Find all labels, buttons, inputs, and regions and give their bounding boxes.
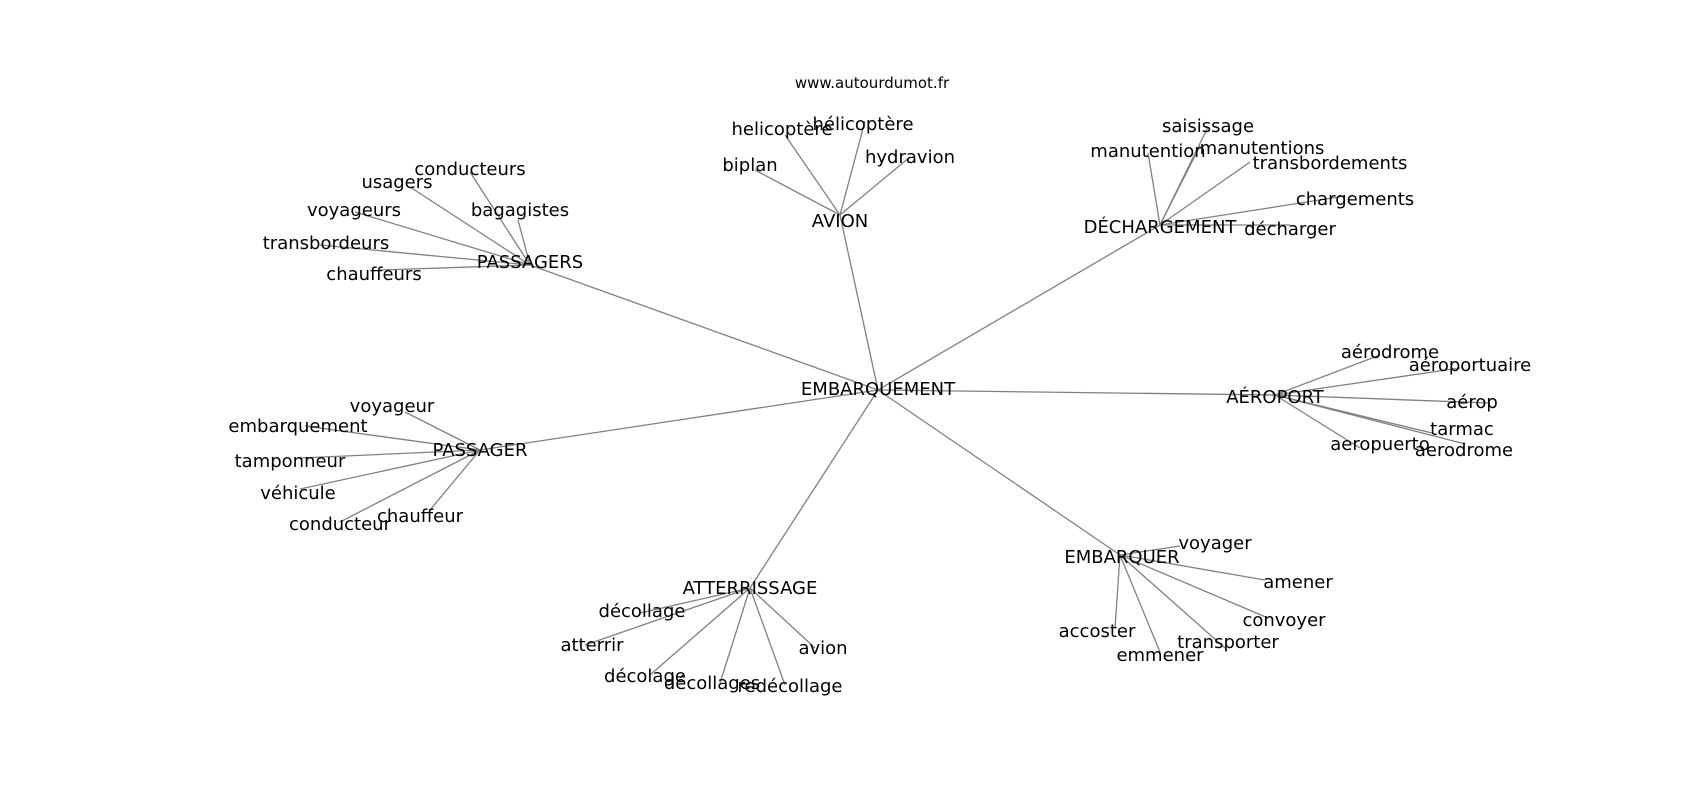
edge-hub-to-leaf bbox=[299, 449, 481, 459]
edge-hub-to-leaf bbox=[1119, 554, 1269, 619]
edge-hub-to-leaf bbox=[639, 587, 751, 614]
edge-hub-to-leaf bbox=[339, 449, 481, 523]
leaf-node-label[interactable]: chauffeur bbox=[377, 506, 464, 527]
edge-hub-to-leaf bbox=[1274, 394, 1361, 449]
edge-hub-to-leaf bbox=[1159, 145, 1201, 226]
leaf-node-label[interactable]: manutention bbox=[1090, 141, 1205, 162]
edge-hub-to-leaf bbox=[1274, 394, 1491, 404]
edge-hub-to-leaf bbox=[1114, 554, 1121, 629]
leaf-node-label[interactable]: aérop bbox=[1446, 392, 1498, 413]
hub-node-label[interactable]: ATTERRISSAGE bbox=[683, 578, 818, 599]
edge-center-to-hub bbox=[877, 389, 1276, 396]
leaf-node-label[interactable]: amener bbox=[1263, 572, 1333, 593]
leaf-node-label[interactable]: transbordements bbox=[1253, 153, 1408, 174]
edge-center-to-hub bbox=[749, 389, 879, 589]
edge-hub-to-leaf bbox=[1274, 367, 1461, 396]
leaf-node-label[interactable]: manutentions bbox=[1200, 138, 1325, 159]
edge-hub-to-leaf bbox=[319, 244, 531, 266]
edge-hub-to-leaf bbox=[1147, 152, 1161, 226]
edge-hub-to-leaf bbox=[1119, 554, 1161, 653]
edge-hub-to-leaf bbox=[379, 264, 531, 271]
edge-hub-to-leaf bbox=[304, 425, 481, 451]
leaf-node-label[interactable]: helicoptère bbox=[731, 119, 832, 140]
edge-hub-to-leaf bbox=[719, 587, 751, 684]
leaf-node-label[interactable]: hélicoptère bbox=[812, 114, 913, 135]
edge-hub-to-leaf bbox=[469, 171, 531, 266]
leaf-node-label[interactable]: voyageur bbox=[350, 396, 435, 417]
hub-node-label[interactable]: EMBARQUER bbox=[1064, 547, 1179, 568]
leaf-node-label[interactable]: voyageurs bbox=[307, 200, 401, 221]
edge-hub-to-leaf bbox=[784, 134, 841, 216]
leaf-node-label[interactable]: convoyer bbox=[1242, 610, 1326, 631]
leaf-node-label[interactable]: atterrir bbox=[560, 635, 624, 656]
leaf-node-label[interactable]: chargements bbox=[1296, 189, 1414, 210]
leaf-node-label[interactable]: décolage bbox=[604, 666, 686, 687]
leaf-node-label[interactable]: emmener bbox=[1116, 645, 1204, 666]
edge-hub-to-leaf bbox=[409, 186, 531, 266]
edge-hub-to-leaf bbox=[299, 449, 481, 490]
leaf-node-label[interactable]: transbordeurs bbox=[263, 233, 389, 254]
leaf-node-label[interactable]: avion bbox=[798, 638, 847, 659]
edge-center-to-hub bbox=[479, 389, 879, 451]
center-node-label[interactable]: EMBARQUEMENT bbox=[801, 379, 956, 400]
leaf-node-label[interactable]: décollage bbox=[599, 601, 686, 622]
leaf-node-label[interactable]: transporter bbox=[1177, 632, 1279, 653]
leaf-node-label[interactable]: accoster bbox=[1059, 621, 1136, 642]
edge-hub-to-leaf bbox=[517, 219, 531, 266]
leaf-node-label[interactable]: chauffeurs bbox=[326, 264, 421, 285]
edge-hub-to-leaf bbox=[354, 211, 531, 266]
edge-hub-to-leaf bbox=[1159, 195, 1346, 226]
leaf-node-label[interactable]: conducteurs bbox=[414, 159, 525, 180]
leaf-node-label[interactable]: aérodrome bbox=[1341, 342, 1439, 363]
edge-hub-to-leaf bbox=[839, 120, 866, 216]
leaf-node-label[interactable]: redécollage bbox=[737, 676, 842, 697]
leaf-node-label[interactable]: embarquement bbox=[228, 416, 367, 437]
leaf-node-label[interactable]: tamponneur bbox=[235, 451, 346, 472]
edge-hub-to-leaf bbox=[404, 411, 481, 451]
edge-hub-to-leaf bbox=[1119, 545, 1181, 556]
hub-node-label[interactable]: DÉCHARGEMENT bbox=[1084, 216, 1238, 238]
hub-node-label[interactable]: AVION bbox=[812, 211, 868, 232]
edge-hub-to-leaf bbox=[839, 156, 911, 216]
leaf-node-label[interactable]: décollages bbox=[664, 673, 760, 694]
leaf-node-label[interactable]: décharger bbox=[1244, 219, 1336, 240]
edge-hub-to-leaf bbox=[1274, 354, 1381, 396]
hub-node-label[interactable]: PASSAGERS bbox=[477, 252, 583, 273]
edge-center-to-hub bbox=[529, 264, 879, 391]
leaf-node-label[interactable]: saisissage bbox=[1162, 116, 1254, 137]
edge-center-to-hub bbox=[877, 224, 1161, 391]
edge-hub-to-leaf bbox=[1119, 554, 1266, 581]
leaf-node-label[interactable]: aeropuerto bbox=[1330, 434, 1430, 455]
leaf-node-label[interactable]: véhicule bbox=[260, 483, 336, 504]
edge-center-to-hub bbox=[839, 214, 879, 391]
leaf-node-label[interactable]: voyager bbox=[1178, 533, 1252, 554]
edge-hub-to-leaf bbox=[584, 587, 751, 646]
edge-hub-to-leaf bbox=[1274, 394, 1466, 445]
edge-hub-to-leaf bbox=[1159, 161, 1251, 226]
leaf-node-label[interactable]: conducteur bbox=[289, 514, 392, 535]
leaf-node-label[interactable]: aéroportuaire bbox=[1409, 355, 1532, 376]
leaf-node-label[interactable]: biplan bbox=[722, 155, 777, 176]
leaf-node-label[interactable]: bagagistes bbox=[471, 200, 569, 221]
hub-node-label[interactable]: AÉROPORT bbox=[1226, 386, 1325, 408]
edge-hub-to-leaf bbox=[749, 587, 786, 686]
edge-hub-to-leaf bbox=[749, 587, 816, 649]
hub-node-label[interactable]: PASSAGER bbox=[432, 440, 527, 461]
edge-hub-to-leaf bbox=[754, 169, 841, 216]
source-url: www.autourdumot.fr bbox=[795, 74, 950, 92]
leaf-node-label[interactable]: tarmac bbox=[1430, 419, 1494, 440]
leaf-node-label[interactable]: usagers bbox=[361, 172, 432, 193]
edge-hub-to-leaf bbox=[429, 449, 481, 511]
leaf-node-label[interactable]: hydravion bbox=[865, 147, 955, 168]
edge-center-to-hub bbox=[877, 389, 1121, 556]
edge-hub-to-leaf bbox=[1119, 554, 1226, 649]
leaf-node-label[interactable]: aerodrome bbox=[1415, 440, 1513, 461]
edge-hub-to-leaf bbox=[649, 587, 751, 676]
